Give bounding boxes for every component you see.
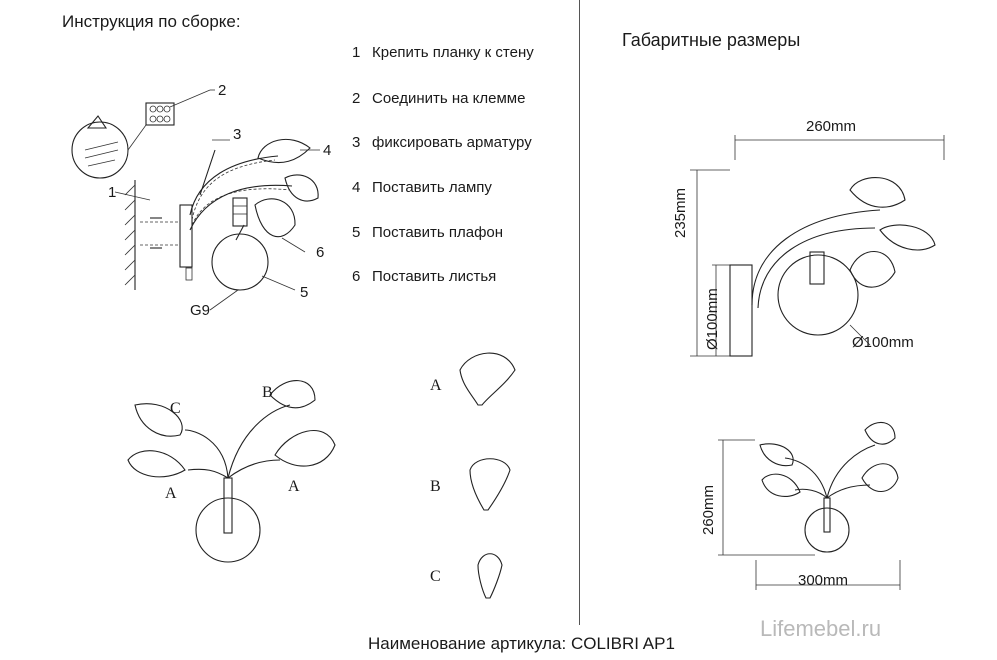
assembly-instructions-heading: Инструкция по сборке: (62, 12, 241, 31)
callout-6: 6 (316, 244, 325, 261)
step-item: 5 Поставить плафон (352, 224, 503, 241)
article-name-footer: Наименование артикула: COLIBRI AP1 (368, 634, 675, 653)
dimension-base-diameter: Ø100mm (704, 288, 721, 350)
step-number: 3 (352, 134, 361, 151)
step-text: Соединить на клемме (372, 90, 526, 107)
step-text: Крепить планку к стену (372, 44, 534, 61)
front-view-drawing (718, 421, 901, 590)
watermark: Lifemebel.ru (760, 616, 882, 641)
step-text: Поставить плафон (372, 224, 504, 241)
column-divider (579, 0, 580, 625)
callout-socket: G9 (190, 302, 211, 319)
step-number: 4 (352, 179, 361, 196)
step-item: 2 Соединить на клемме (352, 90, 525, 107)
callout-4: 4 (323, 142, 332, 159)
leaf-types (459, 352, 516, 599)
leaf-arrangement-diagram (127, 380, 336, 563)
assembly-diagram (71, 89, 320, 311)
step-item: 1 Крепить планку к стену (352, 44, 534, 61)
leaf-position-label: B (262, 384, 273, 401)
leaf-type-label: C (430, 568, 441, 585)
step-text: Поставить лампу (372, 179, 492, 196)
dimension-height-front: 260mm (700, 484, 717, 535)
step-number: 2 (352, 90, 361, 107)
leaf-position-label: C (170, 400, 181, 417)
callout-5: 5 (300, 284, 309, 301)
step-number: 5 (352, 224, 361, 241)
leaf-type-label: A (430, 377, 442, 394)
leaf-position-label: A (288, 478, 300, 495)
step-item: 3 фиксировать арматуру (352, 134, 532, 151)
wall-hatch (124, 180, 136, 290)
callout-1: 1 (108, 184, 117, 201)
callout-2: 2 (218, 82, 227, 99)
dimension-shade-diameter: Ø100mm (852, 334, 914, 351)
dimension-height-side: 235mm (672, 187, 689, 238)
step-text: фиксировать арматуру (372, 134, 532, 151)
leaf-type-label: B (430, 478, 441, 495)
callout-3: 3 (233, 126, 242, 143)
step-number: 1 (352, 44, 361, 61)
dimensions-heading: Габаритные размеры (622, 30, 801, 50)
terminal-detail (71, 102, 175, 179)
side-view-drawing (690, 135, 945, 357)
mounting-plate (140, 204, 193, 281)
leaf-position-label: A (165, 485, 177, 502)
dimension-width-front: 300mm (798, 572, 849, 589)
step-number: 6 (352, 268, 361, 285)
step-item: 4 Поставить лампу (352, 179, 492, 196)
step-text: Поставить листья (372, 268, 497, 285)
dimension-width-top: 260mm (806, 118, 857, 135)
step-item: 6 Поставить листья (352, 268, 496, 285)
